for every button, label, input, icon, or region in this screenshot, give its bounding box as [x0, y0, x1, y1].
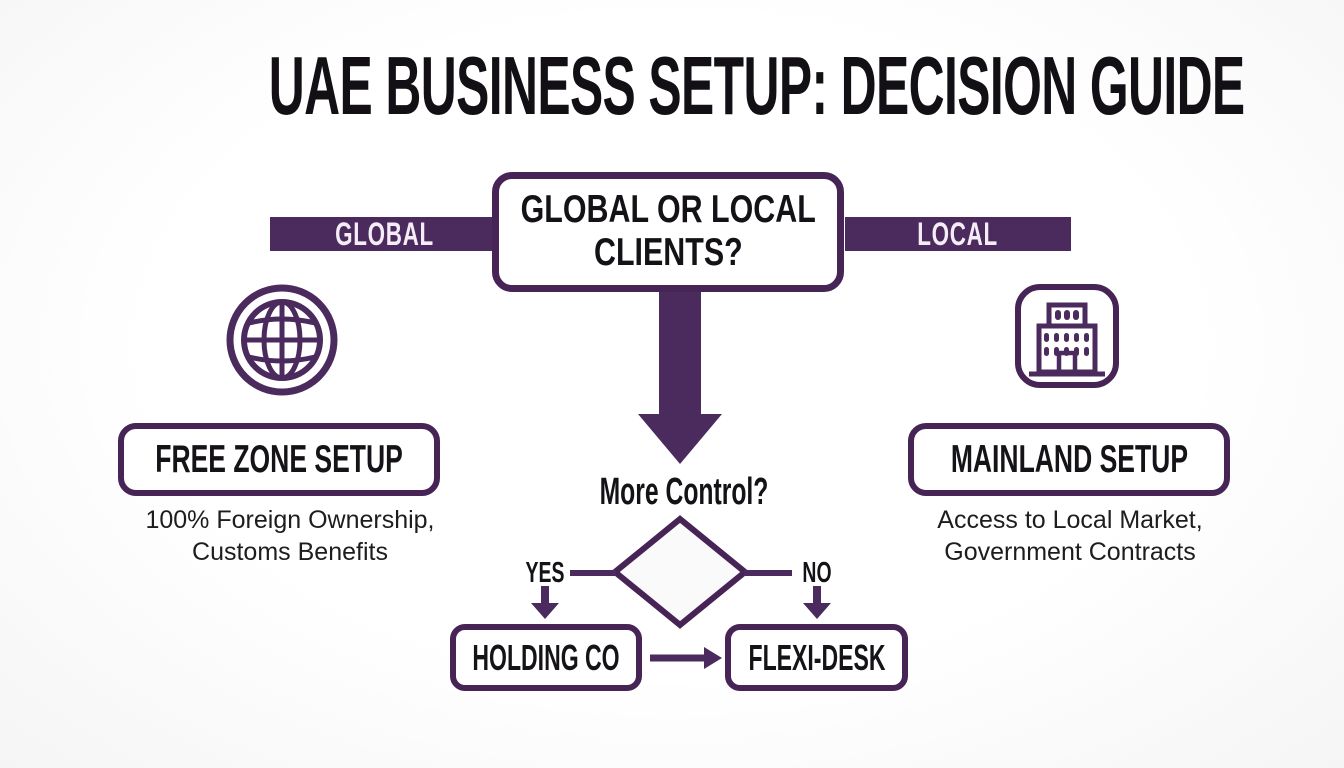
- free-zone-label: FREE ZONE SETUP: [155, 437, 403, 481]
- free-zone-description-line2: Customs Benefits: [192, 538, 388, 566]
- free-zone-box: FREE ZONE SETUP: [118, 423, 440, 496]
- more-control-question: More Control?: [599, 471, 769, 513]
- mainland-description-line2: Government Contracts: [944, 538, 1196, 566]
- branch-global-label: GLOBAL: [335, 215, 435, 252]
- branch-local-bar: LOCAL: [845, 215, 1071, 252]
- mainland-description: Access to Local Market, Government Contr…: [880, 504, 1260, 568]
- yes-label: YES: [525, 557, 565, 589]
- no-down-arrow: [803, 586, 831, 619]
- trunk-down-arrow: [638, 288, 722, 464]
- holding-to-flexi-arrowhead: [704, 647, 722, 669]
- root-decision-line2: CLIENTS?: [593, 231, 743, 274]
- mainland-box: MAINLAND SETUP: [908, 423, 1230, 496]
- building-icon: [1015, 284, 1119, 388]
- branch-local-label: LOCAL: [917, 215, 999, 252]
- root-decision-line1: GLOBAL OR LOCAL: [520, 188, 816, 232]
- decision-diamond: [610, 515, 750, 629]
- free-zone-description-line1: 100% Foreign Ownership,: [145, 506, 435, 534]
- no-label: NO: [802, 557, 832, 589]
- flexi-desk-label: FLEXI-DESK: [748, 636, 885, 678]
- globe-icon: [226, 284, 338, 396]
- mainland-label: MAINLAND SETUP: [950, 437, 1188, 481]
- holding-co-label: HOLDING CO: [472, 636, 620, 678]
- mainland-description-line1: Access to Local Market,: [937, 506, 1203, 534]
- free-zone-description: 100% Foreign Ownership, Customs Benefits: [100, 504, 480, 568]
- root-decision-box: GLOBAL OR LOCAL CLIENTS?: [492, 172, 844, 292]
- holding-co-box: HOLDING CO: [450, 624, 642, 691]
- yes-down-arrow: [531, 586, 559, 619]
- branch-global-bar: GLOBAL: [270, 215, 500, 252]
- flexi-desk-box: FLEXI-DESK: [725, 624, 908, 691]
